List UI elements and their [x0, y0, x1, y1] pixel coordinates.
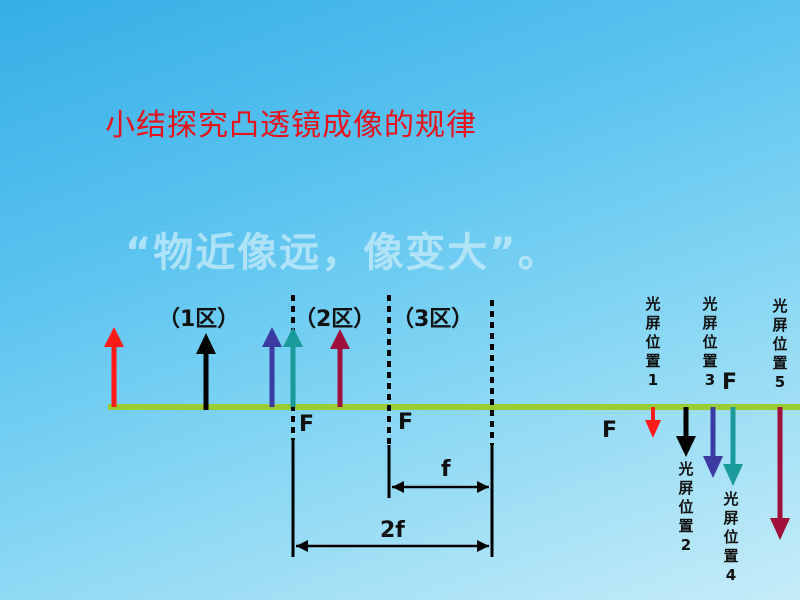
image-arrow-maroon: [770, 407, 790, 540]
screen-position-5: 光屏位置5: [772, 297, 788, 391]
slide-title: 小结探究凸透镜成像的规律: [105, 108, 477, 143]
screen-position-3: 光屏位置3: [702, 295, 718, 389]
dimension-2f: [291, 440, 494, 557]
image-arrow-blue: [703, 407, 723, 478]
slogan-text: “物近像远，像变大”。: [125, 230, 560, 276]
focal-label-f: F: [398, 410, 414, 435]
object-arrow-teal: [283, 327, 303, 407]
object-arrow-maroon: [330, 329, 350, 407]
zone-2-label: （2区）: [294, 307, 376, 332]
dimension-f: [387, 445, 494, 498]
image-arrow-teal: [723, 407, 743, 486]
screen-position-1: 光屏位置1: [645, 295, 661, 389]
image-arrow-black: [676, 407, 696, 457]
object-arrow-red: [104, 327, 124, 407]
focal-label-right: F: [602, 418, 618, 443]
zone-3-label: （3区）: [392, 307, 474, 332]
zone-1-label: （1区）: [158, 307, 240, 332]
dimension-2f-label: 2f: [380, 518, 405, 543]
focal-label-right-upper: F: [722, 370, 738, 395]
object-arrow-black: [196, 333, 216, 410]
dimension-f-label: f: [441, 457, 451, 482]
image-arrow-red: [645, 407, 661, 438]
object-arrow-blue: [262, 327, 282, 407]
screen-position-4: 光屏位置4: [723, 490, 739, 584]
focal-label-2f: F: [299, 412, 315, 437]
screen-position-2: 光屏位置2: [678, 460, 694, 554]
